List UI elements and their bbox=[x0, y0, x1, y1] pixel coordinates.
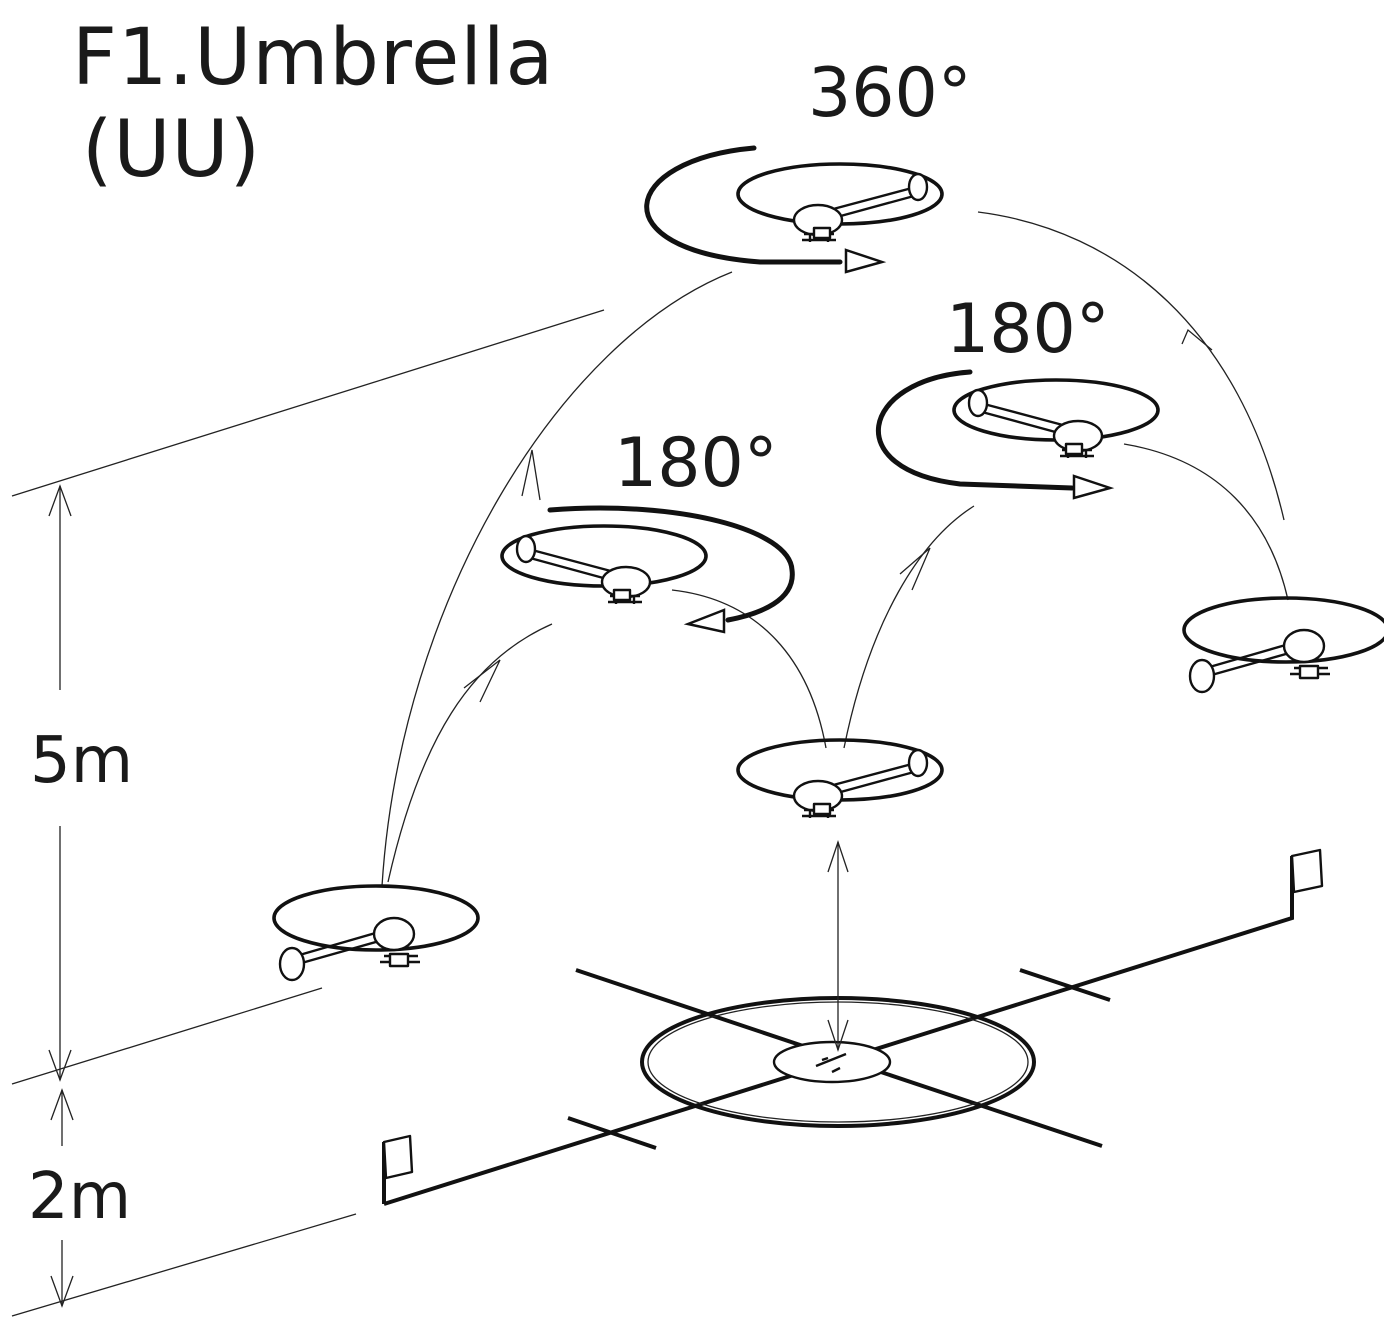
flag-icon bbox=[1290, 848, 1324, 894]
rotation-indicators bbox=[547, 145, 1115, 634]
helicopter-icon bbox=[952, 378, 1160, 460]
rotation-arrow-icon bbox=[683, 608, 726, 634]
height-label-2m: 2m bbox=[28, 1160, 131, 1234]
helicopter-icon bbox=[1182, 596, 1384, 694]
rotation-arrow-icon bbox=[844, 248, 887, 274]
flag-icon bbox=[382, 1134, 414, 1180]
helicopter-icon bbox=[272, 884, 480, 982]
helicopter-icon bbox=[736, 738, 944, 820]
rotation-label-360: 360° bbox=[808, 54, 972, 133]
height-dimension-5m: 5m bbox=[30, 484, 133, 1082]
rotation-label-180-left: 180° bbox=[614, 424, 778, 503]
height-dimension-2m: 2m bbox=[28, 1088, 131, 1308]
helicopter-icon bbox=[736, 162, 944, 244]
height-label-5m: 5m bbox=[30, 724, 133, 798]
helicopter-icon bbox=[500, 524, 708, 606]
flight-paths bbox=[381, 211, 1289, 887]
reference-lines bbox=[11, 309, 605, 1317]
title-line-2: (UU) bbox=[82, 105, 261, 195]
title-line-1: F1.Umbrella bbox=[72, 13, 554, 103]
ground-course bbox=[382, 848, 1324, 1206]
rotation-arrow-icon bbox=[1072, 474, 1115, 500]
rotation-label-180-right: 180° bbox=[946, 290, 1110, 369]
vertical-climb-arrow bbox=[827, 839, 849, 1053]
